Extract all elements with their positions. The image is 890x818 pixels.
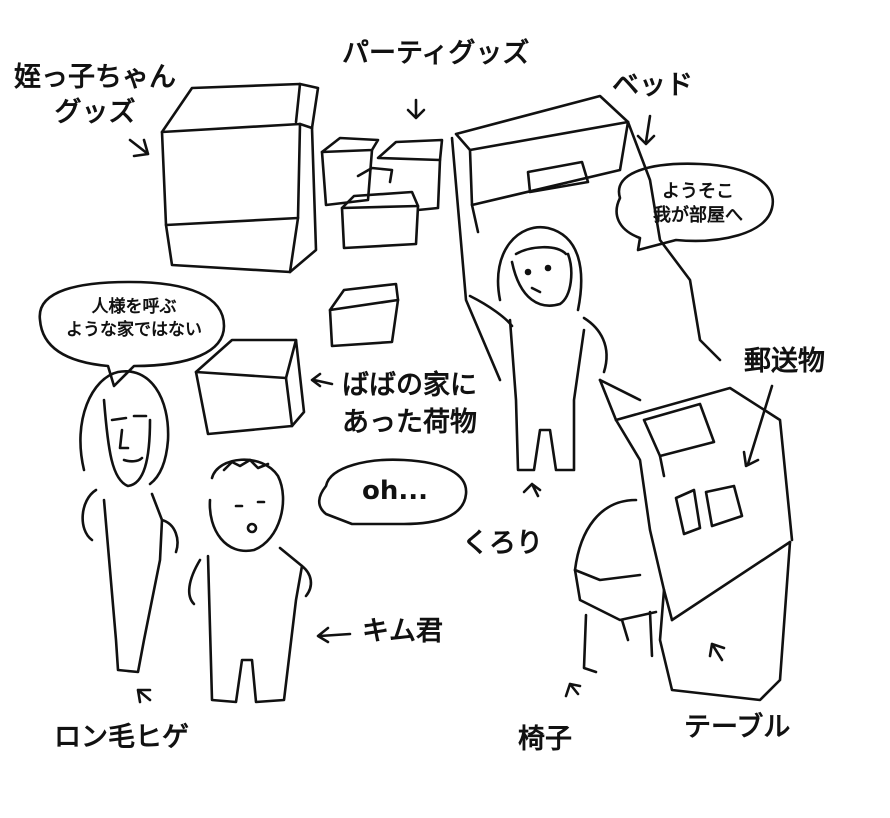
arrow-table xyxy=(708,642,726,662)
bubble-oh-shape xyxy=(317,458,468,526)
arrow-kim xyxy=(316,626,352,644)
label-mail: 郵送物 xyxy=(744,346,825,377)
arrow-longhair xyxy=(136,688,152,704)
arrow-bed xyxy=(636,114,656,146)
luggage-box-drawing xyxy=(194,338,306,436)
label-grandma-luggage: ばばの家に あった荷物 xyxy=(342,370,477,438)
label-bed: ベッド xyxy=(612,70,693,101)
bed-drawing xyxy=(450,94,722,402)
bubble-guests-line2: ような家ではない xyxy=(66,319,202,340)
bubble-guests-text: 人様を呼ぶ ような家ではない xyxy=(48,296,220,342)
arrow-mail xyxy=(742,384,774,468)
label-party-goods: パーティグッズ xyxy=(342,38,530,69)
label-niece-goods: 姪っ子ちゃん グッズ xyxy=(14,62,176,128)
stacked-boxes-drawing xyxy=(160,82,320,274)
table-drawing xyxy=(598,378,794,702)
mail-drawing xyxy=(642,402,744,536)
bubble-guests-line1: 人様を呼ぶ xyxy=(91,297,177,317)
bubble-guests-shape xyxy=(38,280,226,388)
kim-figure-drawing xyxy=(187,458,313,704)
label-kim: キム君 xyxy=(362,616,443,647)
party-goods-boxes-drawing xyxy=(320,136,444,348)
label-chair: 椅子 xyxy=(518,724,572,755)
arrow-niece xyxy=(128,138,150,158)
label-grandma-luggage-line2: あった荷物 xyxy=(342,407,477,439)
label-table: テーブル xyxy=(684,712,791,743)
label-niece-goods-line1: 姪っ子ちゃん xyxy=(14,62,176,93)
label-grandma-luggage-line1: ばばの家に xyxy=(342,370,477,401)
arrow-party xyxy=(406,98,426,120)
kurori-figure-drawing xyxy=(468,225,608,472)
arrows xyxy=(128,98,774,704)
bubble-welcome-shape xyxy=(615,162,775,252)
label-long-hair-beard: ロン毛ヒゲ xyxy=(54,722,189,753)
arrow-luggage xyxy=(310,372,334,388)
bubble-welcome-text: ようそこ 我が部屋へ xyxy=(636,180,760,229)
bubble-welcome-line2: 我が部屋へ xyxy=(653,205,743,227)
bubble-welcome-line1: ようそこ xyxy=(662,181,734,202)
long-hair-man-drawing xyxy=(79,369,179,674)
arrow-chair xyxy=(564,682,582,698)
bubble-oh-text: oh... xyxy=(361,476,428,506)
chair-drawing xyxy=(573,498,658,674)
label-kurori: くろり xyxy=(462,528,543,559)
label-niece-goods-line2: グッズ xyxy=(54,97,136,129)
arrow-kurori xyxy=(522,482,542,498)
